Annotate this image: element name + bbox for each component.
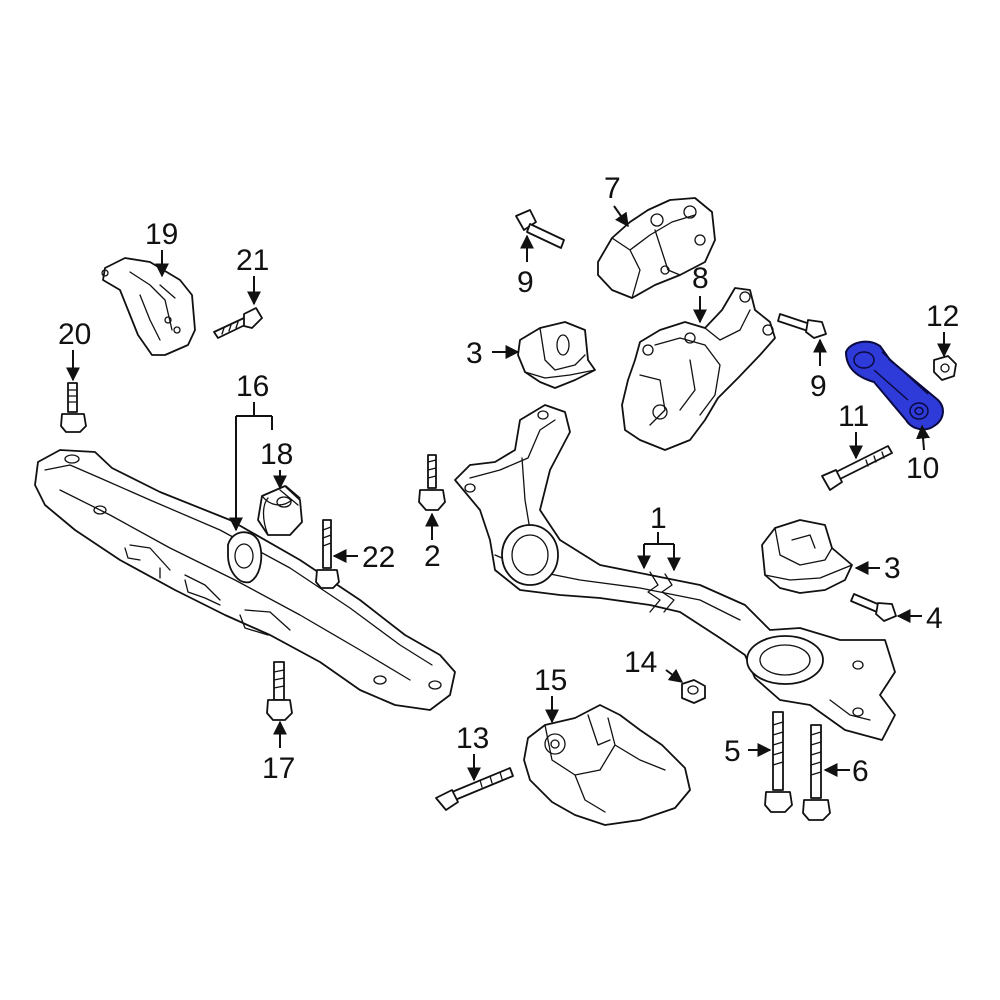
callout-13: 13 — [456, 722, 489, 755]
callout-10: 10 — [906, 452, 939, 485]
callout-labels: 1 2 3 3 4 5 6 7 8 9 9 10 11 12 13 14 15 … — [58, 172, 959, 788]
callout-1: 1 — [650, 502, 667, 535]
callout-18: 18 — [260, 438, 293, 471]
part-bolt-9-upper[interactable] — [515, 209, 565, 249]
part-crossmember-rear[interactable] — [34, 449, 456, 711]
callout-11: 11 — [838, 400, 869, 433]
callout-20: 20 — [58, 318, 91, 351]
part-bolt-17[interactable] — [266, 661, 293, 721]
callout-21: 21 — [236, 244, 269, 277]
callout-9-upper: 9 — [517, 266, 534, 299]
part-subframe[interactable] — [454, 404, 896, 741]
part-bolt-4[interactable] — [850, 593, 897, 622]
part-bracket-7[interactable] — [597, 197, 716, 299]
part-nut-12[interactable] — [933, 355, 957, 381]
callout-7: 7 — [604, 172, 621, 205]
part-stud-22[interactable] — [315, 519, 340, 589]
part-bolt-5[interactable] — [764, 711, 793, 813]
part-bolt-9-right[interactable] — [777, 313, 827, 339]
callout-16: 16 — [236, 370, 269, 403]
callout-8: 8 — [692, 262, 709, 295]
callout-9-right: 9 — [810, 370, 827, 403]
callout-6: 6 — [852, 755, 869, 788]
part-torque-rod-highlighted[interactable] — [845, 340, 944, 431]
part-bushing[interactable] — [257, 485, 303, 536]
leader-lines — [66, 205, 951, 782]
part-bracket-8[interactable] — [621, 287, 776, 451]
part-bolt-11[interactable] — [821, 445, 893, 491]
part-mount-15[interactable] — [523, 704, 691, 826]
part-mount-lower[interactable] — [761, 519, 853, 594]
callout-22: 22 — [362, 541, 395, 574]
callout-14: 14 — [624, 646, 657, 679]
callout-15: 15 — [534, 664, 567, 697]
part-bolt-21[interactable] — [213, 307, 263, 339]
callout-19: 19 — [145, 218, 178, 251]
callout-2: 2 — [424, 540, 441, 573]
part-heat-shield[interactable] — [101, 257, 196, 356]
part-bolt-13[interactable] — [435, 767, 514, 811]
callout-17: 17 — [262, 752, 295, 785]
callout-4: 4 — [926, 602, 943, 635]
callout-3-lower: 3 — [884, 552, 901, 585]
callout-5: 5 — [724, 735, 741, 768]
part-bolt-20[interactable] — [60, 382, 87, 433]
part-nut-14[interactable] — [681, 679, 706, 704]
part-mount-upper[interactable] — [517, 321, 596, 389]
part-bolt-2[interactable] — [418, 454, 446, 511]
callout-3-upper: 3 — [466, 337, 483, 370]
callout-12: 12 — [926, 300, 959, 333]
part-bolt-6[interactable] — [802, 724, 831, 821]
